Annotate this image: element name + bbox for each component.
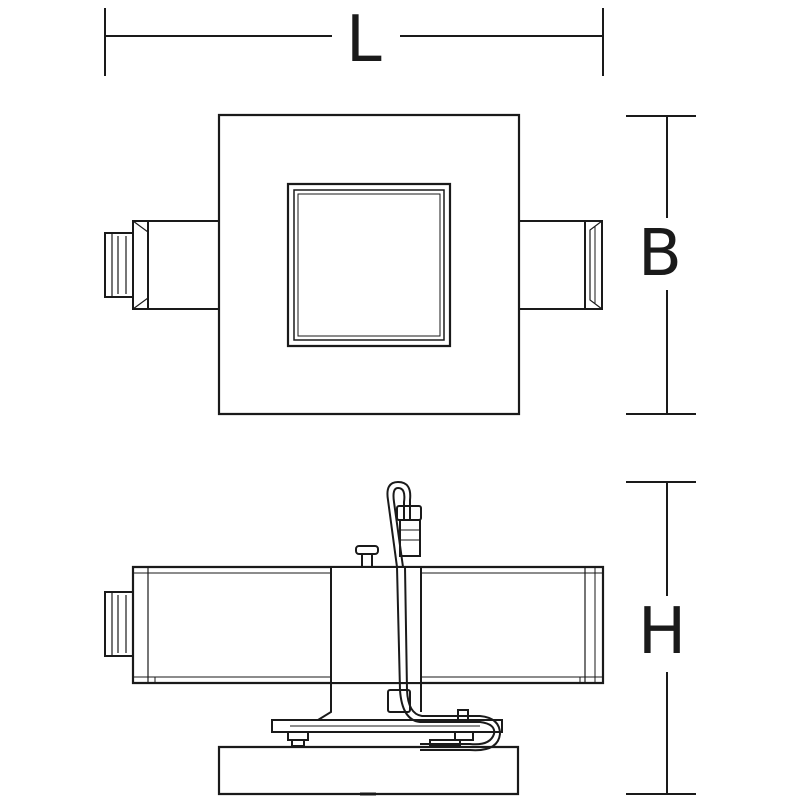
side-view [105, 482, 603, 794]
top-left-connector [105, 221, 219, 309]
top-window-outer [288, 184, 450, 346]
dimension-label-h: H [632, 600, 693, 664]
mounting-bracket [272, 710, 502, 746]
top-view [105, 115, 602, 414]
top-window-inner [294, 190, 444, 340]
top-right-connector [519, 221, 602, 309]
side-left-plug [105, 592, 133, 656]
dimension-h [626, 482, 696, 794]
top-housing [219, 115, 519, 414]
dimension-b [626, 116, 696, 414]
dimension-l [105, 8, 603, 76]
dimension-label-l: L [340, 8, 388, 72]
dimension-label-b: B [632, 222, 688, 286]
base-plate [219, 747, 518, 794]
top-knob [356, 546, 378, 567]
